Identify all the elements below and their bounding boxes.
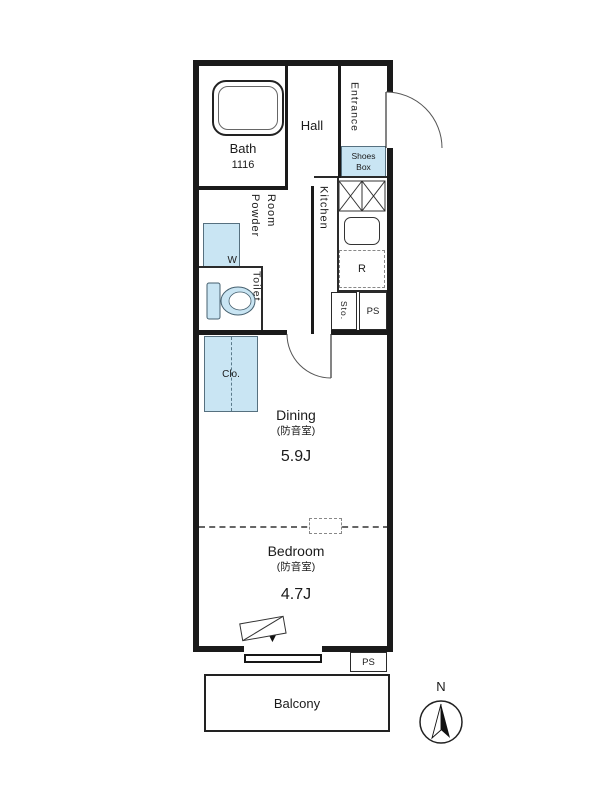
- refrigerator-space: R: [339, 250, 385, 288]
- bath-size: 1116: [231, 158, 255, 171]
- storage-label: Sto.: [339, 301, 349, 321]
- wall-bedroom-bottom-right: [322, 646, 393, 652]
- toilet-label: Toilet: [250, 271, 263, 302]
- pipe-space-lower: PS: [350, 652, 387, 672]
- pipe-space-upper: PS: [359, 292, 387, 330]
- toilet-partition-top: [199, 266, 263, 268]
- bedroom-note: (防音室): [276, 561, 316, 574]
- refrigerator-label: R: [358, 263, 366, 275]
- dining-name: Dining: [276, 407, 316, 423]
- toilet-partition-right: [261, 266, 263, 330]
- entrance-door-icon: [385, 91, 443, 149]
- wall-dining-top-right: [331, 330, 393, 335]
- balcony-label: Balcony: [273, 695, 321, 711]
- room-door-icon: [286, 333, 332, 379]
- wall-left: [193, 60, 199, 652]
- bath-label: Bath 1116: [203, 141, 283, 172]
- closet-label: Clo.: [222, 368, 240, 380]
- bedroom-label: Bedroom (防音室) 4.7J: [206, 542, 386, 606]
- kitchen-counter-bottom: [337, 290, 389, 292]
- dining-size: 5.9J: [280, 447, 312, 465]
- dining-room-label: Dining (防音室) 5.9J: [206, 406, 386, 468]
- wall-hall-entrance: [338, 60, 341, 178]
- ps-lower-label: PS: [362, 656, 375, 668]
- wall-bath-hall: [285, 60, 288, 190]
- wall-bedroom-bottom-left: [199, 646, 244, 652]
- wall-right-lower: [387, 148, 393, 652]
- wall-right-upper: [387, 60, 393, 92]
- wall-dining-top-left: [199, 330, 287, 335]
- furniture-icon: [239, 615, 287, 642]
- washer-label: W: [227, 255, 237, 266]
- washing-machine: W: [203, 223, 240, 268]
- compass-north-label: N: [436, 679, 446, 694]
- dining-note: (防音室): [276, 425, 316, 438]
- kitchen-counter-edge: [337, 178, 339, 290]
- compass-icon: [419, 700, 463, 744]
- partition-dashed-line: [199, 526, 389, 528]
- stove-icon: [338, 180, 386, 212]
- bath-name: Bath: [229, 141, 257, 156]
- wall-top: [193, 60, 393, 66]
- balcony-window: [244, 654, 322, 663]
- kitchen-label: Kitchen: [317, 186, 330, 230]
- ps-upper-label: PS: [366, 305, 380, 317]
- balcony: Balcony: [204, 674, 390, 732]
- hall-label: Hall: [300, 118, 324, 133]
- bedroom-name: Bedroom: [267, 543, 325, 559]
- balcony-entry-marker: ▼: [266, 630, 279, 645]
- shoes-box-label: Shoes Box: [351, 151, 376, 172]
- wall-powder-kitchen: [311, 186, 314, 334]
- bathtub-icon: [212, 80, 284, 136]
- wall-bath-bottom: [199, 186, 288, 190]
- shoes-box: Shoes Box: [341, 146, 386, 177]
- entrance-label: Entrance: [348, 82, 361, 133]
- storage-box: Sto.: [331, 292, 357, 330]
- bedroom-size: 4.7J: [280, 585, 312, 603]
- partition-dashed-box: [309, 518, 342, 534]
- bathtub-inner-line: [218, 86, 278, 130]
- toilet-icon: [206, 282, 256, 320]
- entrance-step-line: [314, 176, 387, 178]
- kitchen-sink: [344, 217, 380, 245]
- closet-door-line: [231, 337, 232, 411]
- powder-room-label: Powder Room: [248, 194, 277, 238]
- closet: Clo.: [204, 336, 258, 412]
